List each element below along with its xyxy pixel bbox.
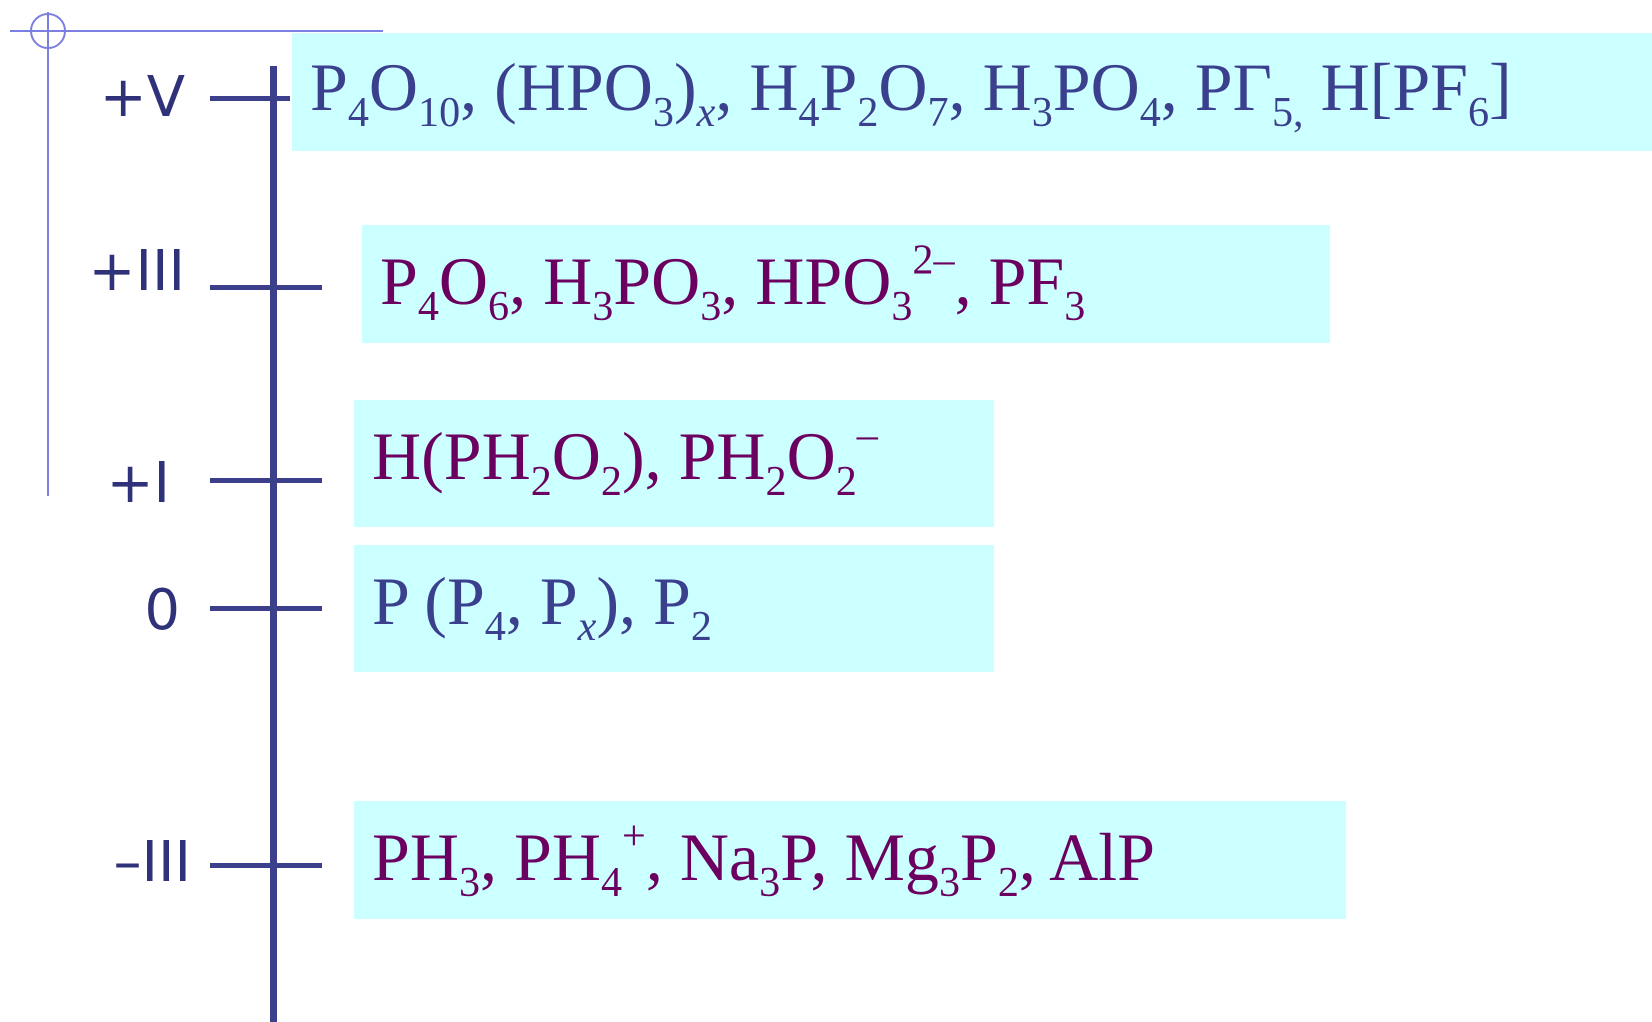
formula-text: , AlP xyxy=(1018,819,1155,895)
formula-text: P, Mg xyxy=(780,819,939,895)
formula-text: P (P xyxy=(372,563,485,639)
level-tick xyxy=(210,285,322,290)
formula-superscript: – xyxy=(856,411,878,459)
formula-text: , Na xyxy=(645,819,760,895)
formula-subscript: x xyxy=(696,89,716,137)
level-tick xyxy=(210,478,322,483)
formula-text: O xyxy=(786,418,836,494)
formula-text: O xyxy=(438,243,489,319)
decoration-circle-icon xyxy=(30,13,66,49)
formula-subscript: 6 xyxy=(1467,89,1490,137)
level-tick xyxy=(210,96,290,101)
formula-text: O xyxy=(551,418,601,494)
formula-text: P xyxy=(960,819,998,895)
formula-subscript: 3 xyxy=(891,283,913,331)
formula-text: P xyxy=(310,49,348,125)
formula-box: P (P4, Px), P2 xyxy=(354,545,994,672)
formula-text: PO xyxy=(1052,49,1140,125)
formula-box: P4O10, (HPO3)x, H4P2O7, H3PO4, PΓ5, H[PF… xyxy=(292,33,1652,151)
formula-text: , H xyxy=(715,49,799,125)
formula-subscript: 3 xyxy=(759,859,781,907)
level-label: 0 xyxy=(144,578,180,643)
formula-text: , H xyxy=(509,243,593,319)
formula-text: , (HPO xyxy=(460,49,653,125)
formula-subscript: 2 xyxy=(530,458,552,506)
formula-subscript: x xyxy=(577,603,597,651)
formula-subscript: 2 xyxy=(690,603,712,651)
formula-text: , P xyxy=(505,563,578,639)
formula-subscript: 3 xyxy=(652,89,674,137)
formula-subscript: 4 xyxy=(347,89,369,137)
formula-subscript: 3 xyxy=(1064,283,1086,331)
formula-text: ), P xyxy=(596,563,691,639)
formula-subscript: 4 xyxy=(1139,89,1161,137)
formula-text: , H xyxy=(948,49,1032,125)
formula-text: , HPO xyxy=(721,243,892,319)
formula-subscript: 10 xyxy=(418,89,461,137)
oxidation-state-axis xyxy=(270,66,277,1022)
formula-text: P xyxy=(380,243,418,319)
formula-text: PO xyxy=(613,243,701,319)
level-label: –III xyxy=(113,830,191,895)
formula-subscript: 2 xyxy=(835,458,857,506)
formula-box: P4O6, H3PO3, HPO32–, PF3 xyxy=(362,225,1330,343)
formula-text: P xyxy=(819,49,858,125)
level-label: +V xyxy=(99,65,185,130)
formula-subscript: 2 xyxy=(997,859,1019,907)
formula-subscript: 3 xyxy=(700,283,722,331)
formula-subscript: 4 xyxy=(484,603,506,651)
level-tick xyxy=(210,606,322,611)
top-decoration-line xyxy=(10,30,383,32)
formula-subscript: 2 xyxy=(765,458,787,506)
formula-text: , PΓ xyxy=(1160,49,1272,125)
level-tick xyxy=(210,863,322,868)
formula-superscript: 2– xyxy=(912,236,955,284)
formula-subscript: 4 xyxy=(600,859,623,907)
formula-text: PH xyxy=(372,819,459,895)
formula-superscript: + xyxy=(622,812,646,860)
formula-text: H(PH xyxy=(372,418,531,494)
formula-text: O xyxy=(878,49,928,125)
formula-subscript: 5, xyxy=(1271,89,1304,137)
formula-text: H[PF xyxy=(1303,49,1468,125)
formula-text: O xyxy=(368,49,419,125)
formula-subscript: 4 xyxy=(417,283,439,331)
formula-subscript: 3 xyxy=(592,283,614,331)
formula-subscript: 3 xyxy=(1031,89,1053,137)
formula-subscript: 2 xyxy=(857,89,879,137)
formula-subscript: 4 xyxy=(798,89,820,137)
formula-text: , PF xyxy=(954,243,1065,319)
formula-box: PH3, PH4+, Na3P, Mg3P2, AlP xyxy=(354,801,1346,919)
formula-subscript: 7 xyxy=(927,89,949,137)
level-label: +I xyxy=(106,451,170,516)
formula-subscript: 2 xyxy=(600,458,622,506)
formula-text: , PH xyxy=(480,819,601,895)
formula-text: ), PH xyxy=(621,418,766,494)
formula-subscript: 3 xyxy=(938,859,961,907)
level-label: +III xyxy=(88,239,185,304)
formula-subscript: 3 xyxy=(458,859,481,907)
formula-text: ) xyxy=(673,49,697,125)
formula-box: H(PH2O2), PH2O2– xyxy=(354,400,994,527)
left-decoration-line xyxy=(47,12,49,496)
formula-text: ] xyxy=(1489,49,1512,125)
formula-subscript: 6 xyxy=(488,283,510,331)
